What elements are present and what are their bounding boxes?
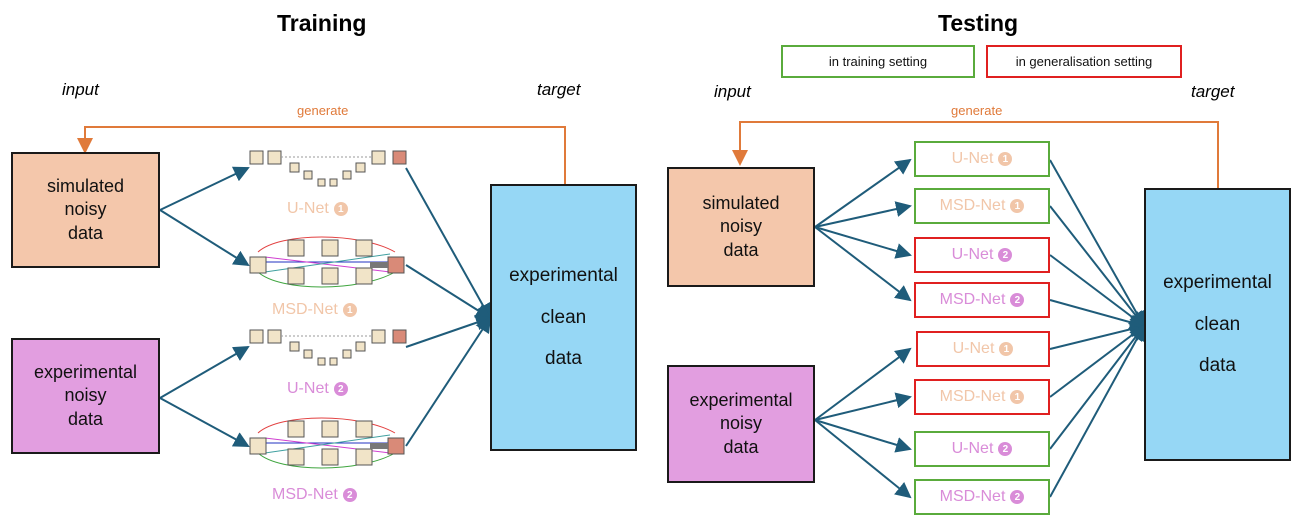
testing-experimental-clean-data-box: experimental clean data [1144,188,1291,461]
net-name: MSD-Net [939,291,1006,308]
net-name: MSD-Net [939,197,1006,214]
training-target-label: target [537,80,581,99]
net-name: U-Net [951,150,994,167]
box-line: data [1199,355,1236,377]
training-msdnet-2-label: MSD-Net 2 [272,486,357,504]
training-input-label: input [62,80,99,99]
net-name: U-Net [952,340,995,357]
badge-1-icon: 1 [999,342,1014,356]
legend-generalisation-setting: in generalisation setting [986,45,1182,78]
box-line: data [723,436,759,457]
badge-1-icon: 1 [1010,390,1025,404]
badge-1-icon: 1 [1010,199,1025,213]
badge-1-icon: 1 [333,202,348,216]
net-name: MSD-Net [272,486,338,503]
box-line: experimental [689,389,793,410]
testing-net-msdnet-2-exp: MSD-Net 2 [914,479,1050,515]
testing-net-unet-2-exp: U-Net 2 [914,431,1050,467]
box-line: noisy [719,413,763,434]
box-line: noisy [64,199,107,220]
training-experimental-clean-data-box: experimental clean data [490,184,637,451]
badge-2-icon: 2 [1010,293,1025,307]
box-line: noisy [719,216,763,237]
training-simulated-noisy-data-box: simulated noisy data [11,152,160,268]
testing-generate-label: generate [951,103,1003,118]
badge-2-icon: 2 [998,442,1013,456]
box-line: data [723,239,759,260]
training-unet-1-label: U-Net 1 [287,200,348,218]
training-title: Training [277,10,367,36]
badge-2-icon: 2 [342,488,357,502]
testing-simulated-noisy-data-box: simulated noisy data [667,167,815,287]
box-line: data [67,222,104,243]
box-line: experimental [509,264,618,286]
testing-generate-arrow [732,121,1219,188]
testing-target-label: target [1191,82,1235,101]
net-name: U-Net [287,380,329,397]
testing-experimental-noisy-data-box: experimental noisy data [667,365,815,483]
box-line: experimental [33,361,138,382]
box-line: noisy [64,385,107,406]
net-name: MSD-Net [272,301,338,318]
badge-1-icon: 1 [342,303,357,317]
training-msdnet-1-label: MSD-Net 1 [272,301,357,319]
net-name: MSD-Net [939,388,1006,405]
testing-title: Testing [938,10,1019,36]
testing-net-unet-1-sim: U-Net 1 [914,141,1050,177]
net-name: U-Net [287,200,329,217]
msdnet-diagram-1 [249,236,405,288]
box-line: data [545,348,582,370]
testing-net-msdnet-1-exp: MSD-Net 1 [914,379,1050,415]
training-generate-arrow [77,126,566,185]
training-unet-2-label: U-Net 2 [287,380,348,398]
badge-1-icon: 1 [998,152,1013,166]
net-name: MSD-Net [939,488,1006,505]
legend-training-setting: in training setting [781,45,975,78]
unet-diagram-2 [249,329,407,366]
testing-net-msdnet-1-sim: MSD-Net 1 [914,188,1050,224]
box-line: clean [1194,313,1241,335]
testing-input-label: input [714,82,751,101]
testing-net-msdnet-2-sim: MSD-Net 2 [914,282,1050,318]
unet-diagram-1 [249,150,407,187]
net-name: U-Net [951,246,994,263]
testing-net-unet-2-sim: U-Net 2 [914,237,1050,273]
msdnet-diagram-2 [249,417,405,469]
testing-net-unet-1-exp: U-Net 1 [916,331,1050,367]
box-line: clean [540,306,587,328]
training-experimental-noisy-data-box: experimental noisy data [11,338,160,454]
badge-2-icon: 2 [998,248,1013,262]
box-line: simulated [702,192,780,213]
badge-2-icon: 2 [333,382,348,396]
badge-2-icon: 2 [1010,490,1025,504]
box-line: simulated [46,175,125,196]
box-line: data [67,408,104,429]
box-line: experimental [1163,271,1272,293]
net-name: U-Net [951,440,994,457]
training-generate-label: generate [297,103,349,118]
